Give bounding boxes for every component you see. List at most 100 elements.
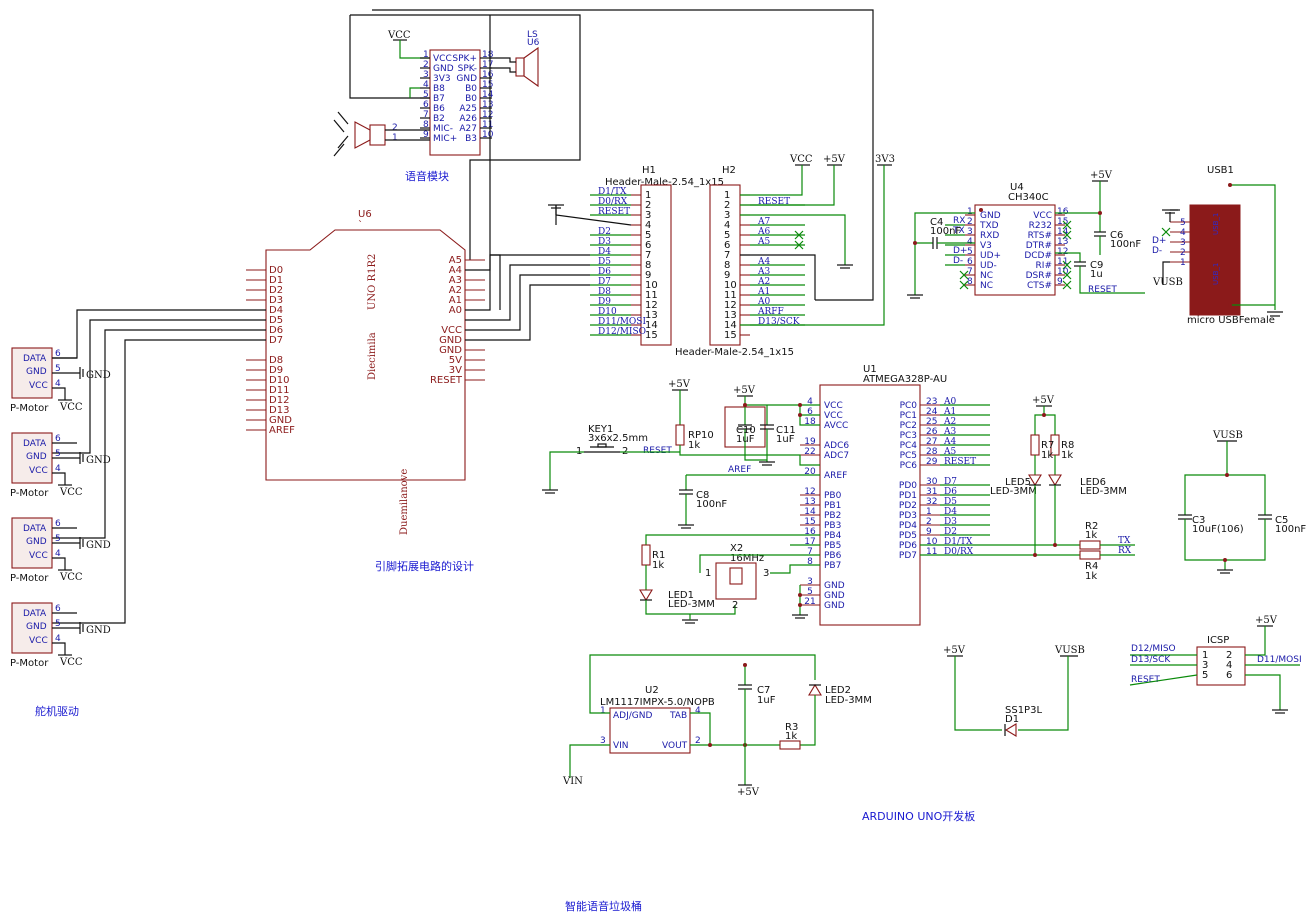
uno-pin-label: GND bbox=[439, 345, 462, 356]
r7-ref: R7 bbox=[1041, 440, 1054, 451]
u1-pin-name: PC1 bbox=[900, 411, 917, 421]
u1-pin-name: AREF bbox=[824, 471, 847, 481]
u2-pin1: 1 bbox=[600, 706, 606, 716]
h2-vcc: VCC bbox=[789, 154, 813, 165]
c11-ref: C11 bbox=[776, 425, 796, 436]
voice-pin-number: 17 bbox=[482, 60, 493, 70]
no-connect-icon bbox=[794, 240, 804, 250]
speaker-ref: LS bbox=[527, 30, 538, 40]
motor-vcc-label: VCC bbox=[59, 402, 83, 413]
u4-pin-name: NC bbox=[980, 271, 993, 281]
motor-pin-vcc: VCC bbox=[29, 381, 48, 391]
uno-pin-label: GND bbox=[439, 335, 462, 346]
c8-ref: C8 bbox=[696, 490, 709, 501]
rp10-value: 1k bbox=[688, 440, 700, 451]
h1-pin-number: 8 bbox=[645, 260, 651, 271]
voice-pin-number: 14 bbox=[482, 90, 494, 100]
motor-pin-gnd: GND bbox=[26, 537, 47, 547]
c7-value: 1uF bbox=[757, 695, 776, 706]
usb-ref: USB1 bbox=[1207, 165, 1234, 176]
h1-pin-number: 9 bbox=[645, 270, 651, 281]
u1-pin-name: PB4 bbox=[824, 531, 842, 541]
motor-gnd-label: GND bbox=[86, 455, 111, 466]
motor-gnd-label: GND bbox=[86, 540, 111, 551]
voice-pin-name: B3 bbox=[465, 134, 477, 144]
u4-pin-number: 15 bbox=[1057, 217, 1068, 227]
u1-pin-number: 6 bbox=[807, 407, 813, 417]
u2-pin2-name: VOUT bbox=[662, 741, 688, 751]
usb-pin-number: 4 bbox=[1180, 228, 1186, 238]
u1-pin-number: 10 bbox=[926, 537, 938, 547]
h1-pin-number: 2 bbox=[645, 200, 651, 211]
voice-pin-name: A25 bbox=[459, 104, 477, 114]
arduino-board-title: ARDUINO UNO开发板 bbox=[862, 809, 975, 823]
uno-pin-label: A0 bbox=[449, 305, 462, 316]
uno-outline bbox=[265, 229, 466, 481]
u1-pin-name: PD6 bbox=[899, 541, 917, 551]
h1-net-label: D6 bbox=[598, 267, 611, 277]
h2-pin-number: 8 bbox=[724, 260, 730, 271]
diode-d1: +5V VUSB SS1P3L D1 bbox=[943, 645, 1085, 737]
icsp-pin-number: 6 bbox=[1226, 670, 1232, 681]
x2-pin-1: 1 bbox=[705, 568, 711, 579]
uno-pin-label: D7 bbox=[269, 335, 283, 346]
u4-pin-number: 11 bbox=[1057, 257, 1068, 267]
h2-5v: +5V bbox=[823, 154, 846, 165]
voice-pin-name: GND bbox=[433, 64, 454, 74]
u4-pin-number: 7 bbox=[967, 267, 973, 277]
motor-pin-vcc: VCC bbox=[29, 466, 48, 476]
led1-circuit: R1 1k LED1 LED-3MM bbox=[639, 534, 820, 624]
u1-pin-number: 2 bbox=[926, 517, 932, 527]
u1-pin-number: 4 bbox=[807, 397, 813, 407]
u1-pin-number: 24 bbox=[926, 407, 938, 417]
h2-net-label: A6 bbox=[757, 227, 770, 237]
motor-pin-num: 5 bbox=[55, 534, 61, 544]
u1-net-label: D7 bbox=[944, 477, 957, 487]
voice-pin-name: MIC+ bbox=[433, 134, 457, 144]
microphone-icon bbox=[354, 121, 371, 149]
voice-vcc-label: VCC bbox=[387, 30, 411, 41]
aref-circuit: AREF C8 100nF bbox=[678, 465, 820, 529]
h1-net-label: D7 bbox=[598, 277, 611, 287]
icsp-pin-number: 4 bbox=[1226, 660, 1232, 671]
decoupling-caps: +5V C10 1uF C11 1uF bbox=[724, 385, 820, 466]
r8-ref: R8 bbox=[1061, 440, 1074, 451]
motor-pin-num: 4 bbox=[55, 379, 61, 389]
u4-pin-name: UD+ bbox=[980, 251, 1001, 261]
uno-pin-label: A3 bbox=[449, 275, 462, 286]
c9-ref: C9 bbox=[1090, 260, 1103, 271]
icsp-pin-number: 3 bbox=[1202, 660, 1208, 671]
voice-pin-number: 16 bbox=[482, 70, 494, 80]
u4-reset-net: RESET bbox=[1088, 285, 1117, 295]
u4-pin-number: 3 bbox=[967, 227, 973, 237]
uno-name-1: UNO R1R2 bbox=[367, 254, 378, 310]
usb-pin-number: 2 bbox=[1180, 248, 1186, 258]
u4-pin-name: V3 bbox=[980, 241, 992, 251]
u4-value: CH340C bbox=[1008, 192, 1049, 203]
uno-pin-label: D8 bbox=[269, 355, 283, 366]
reset-circuit: +5V RP10 1k RESET KEY1 3x6x2.5mm 1 2 bbox=[542, 379, 820, 494]
u4-tx-net: TX bbox=[952, 226, 965, 236]
u1-net-label: D2 bbox=[944, 527, 957, 537]
h1-value: Header-Male-2.54_1x15 bbox=[605, 177, 724, 188]
h1-net-label: D11/MOSI bbox=[598, 317, 646, 327]
u2-pin3: 3 bbox=[600, 736, 606, 746]
pin-expansion-title: 引脚拓展电路的设计 bbox=[375, 559, 474, 573]
c8-value: 100nF bbox=[696, 499, 727, 510]
h1-pin-number: 4 bbox=[645, 220, 651, 231]
r8-value: 1k bbox=[1061, 450, 1073, 461]
h1-pin-number: 15 bbox=[645, 330, 658, 341]
u1-5v: +5V bbox=[733, 385, 756, 396]
uno-board: U6 ` UNO R1R2 Diecimila Duemilanove D0D1… bbox=[52, 15, 590, 624]
usb-pin-number: 5 bbox=[1180, 218, 1186, 228]
mic-pin-1: 1 bbox=[392, 133, 398, 143]
motor-body bbox=[11, 432, 53, 484]
u1-pin-name: PD0 bbox=[899, 481, 917, 491]
icsp-reset: RESET bbox=[1131, 675, 1160, 685]
motor-pin-num: 5 bbox=[55, 619, 61, 629]
motor-pin-num: 6 bbox=[55, 434, 61, 444]
